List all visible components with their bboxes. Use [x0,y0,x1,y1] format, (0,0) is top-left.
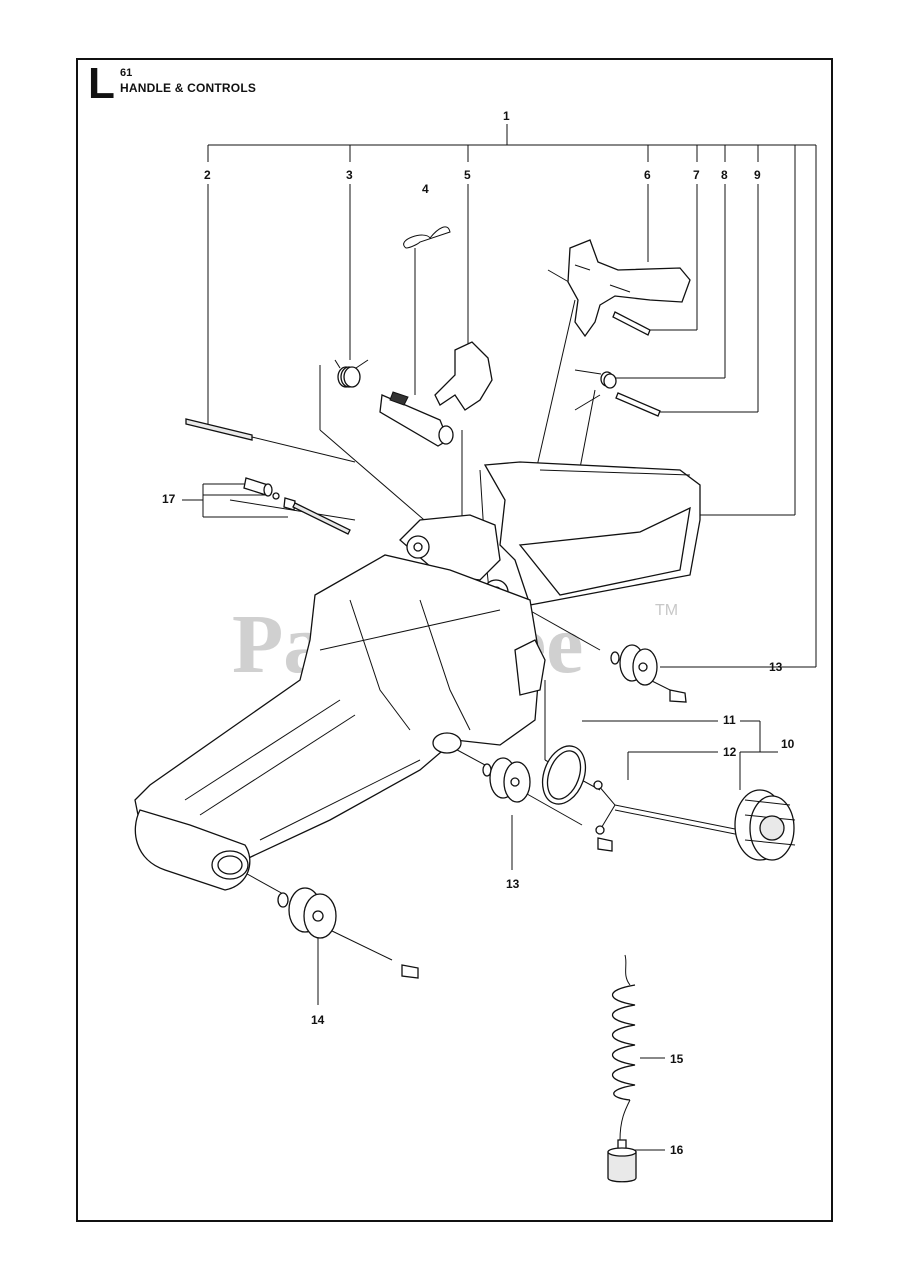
callout-2: 2 [204,168,211,182]
assembly-lines [229,269,671,961]
part-7-pin [612,311,651,336]
callout-6: 6 [644,168,651,182]
section-letter: L [88,59,115,108]
callout-15: 15 [670,1052,684,1066]
watermark-trademark: TM [655,602,678,619]
part-13-upper-mount [610,644,687,703]
callout-5: 5 [464,168,471,182]
callout-8: 8 [721,168,728,182]
part-13-lower-mount [482,757,613,852]
part-10-fuel-cap [734,789,796,861]
callout-14: 14 [311,1013,325,1027]
callout-7: 7 [693,168,700,182]
callout-13-lower: 13 [506,877,520,891]
part-15-fuel-hose [612,954,636,1141]
callout-1: 1 [503,109,510,123]
callout-10: 10 [781,737,795,751]
callout-1-bracket [207,124,817,667]
section-number: 61 [120,67,133,79]
callout-11: 11 [723,713,736,727]
callout-9: 9 [754,168,761,182]
diagram-frame [76,58,833,1222]
callout-17: 17 [162,492,176,506]
leader-lines [182,184,816,1151]
part-4-clip [403,226,451,249]
part-5-lockout [379,341,493,447]
part-14-rear-mount [277,887,419,979]
part-3-spring [334,359,369,388]
callout-3: 3 [346,168,353,182]
callout-4: 4 [422,182,429,196]
part-16-fuel-filter [607,1139,637,1183]
part-2-rod [185,418,356,463]
part-8-spring [574,369,617,389]
part-17-fittings [243,477,351,535]
part-11-o-ring [541,745,587,805]
part-12-strap [593,780,741,836]
part-1-handle-body [134,461,701,891]
section-title: HANDLE & CONTROLS [120,81,257,95]
part-9-pin [574,392,661,417]
part-6-trigger [567,239,691,338]
callout-16: 16 [670,1143,684,1157]
callout-12: 12 [723,745,737,759]
